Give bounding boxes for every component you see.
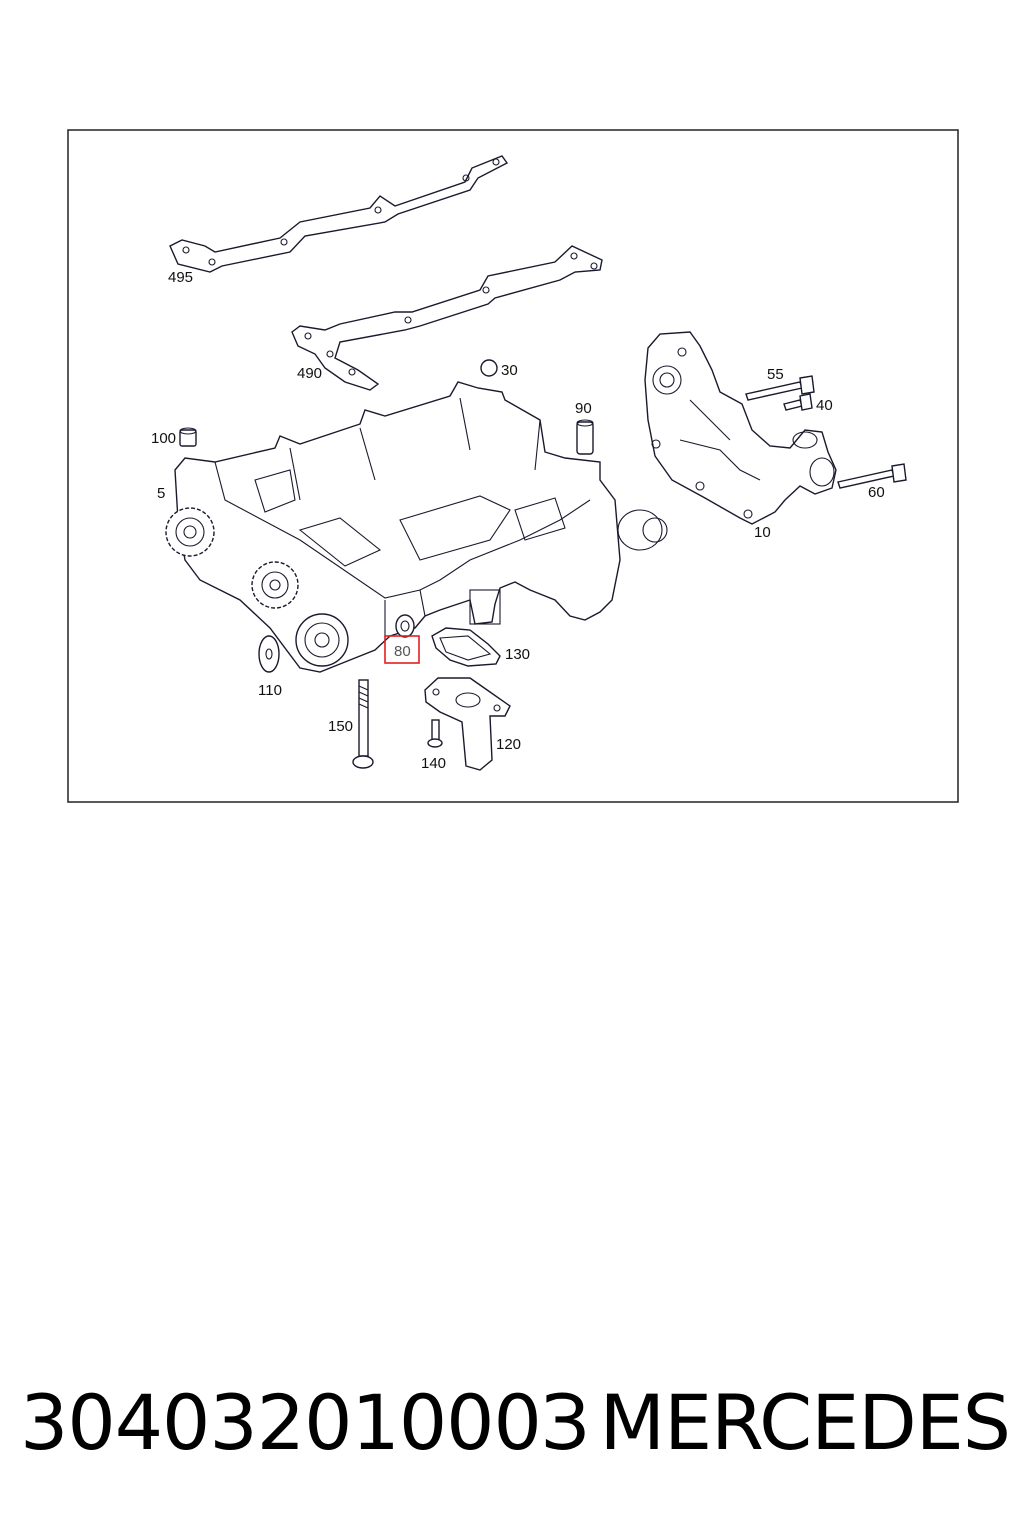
caption-bar: 30403201000З MERCEDES: [20, 1372, 1011, 1472]
label-490[interactable]: 490: [297, 365, 322, 382]
nut-80: [395, 614, 415, 638]
sprocket-upper: [165, 507, 215, 557]
label-40[interactable]: 40: [816, 397, 833, 414]
label-100[interactable]: 100: [151, 430, 176, 447]
label-55[interactable]: 55: [767, 366, 784, 383]
sprocket-middle: [251, 561, 299, 609]
bolt-55: [745, 375, 815, 401]
suction-pipe-120: [424, 677, 511, 771]
o-ring-30: [480, 359, 498, 377]
gear-lower: [295, 613, 349, 667]
sleeve-100: [179, 427, 197, 447]
gasket-495: [169, 155, 509, 273]
cover-10: [644, 331, 837, 525]
part-number: 30403201000З: [20, 1377, 590, 1467]
label-130[interactable]: 130: [505, 646, 530, 663]
label-10[interactable]: 10: [754, 524, 771, 541]
label-120[interactable]: 120: [496, 736, 521, 753]
gasket-490: [291, 245, 603, 391]
brand-name: MERCEDES: [599, 1377, 1011, 1467]
dowel-pin-90: [576, 419, 594, 455]
label-5[interactable]: 5: [157, 485, 165, 502]
label-140[interactable]: 140: [421, 755, 446, 772]
label-495[interactable]: 495: [168, 269, 193, 286]
label-110[interactable]: 110: [258, 682, 282, 699]
washer-110: [258, 635, 280, 673]
parts-diagram: 495 490 30 90 100 5: [67, 129, 959, 803]
label-150[interactable]: 150: [328, 718, 353, 735]
label-90[interactable]: 90: [575, 400, 592, 417]
bolt-150: [352, 679, 374, 769]
highlight-box-80: [384, 635, 420, 664]
label-60[interactable]: 60: [868, 484, 885, 501]
label-30[interactable]: 30: [501, 362, 518, 379]
bolt-60: [837, 463, 907, 489]
bolt-40: [783, 393, 813, 411]
screw-140: [427, 719, 443, 748]
gasket-130: [431, 627, 501, 667]
label-80[interactable]: 80: [394, 643, 411, 660]
